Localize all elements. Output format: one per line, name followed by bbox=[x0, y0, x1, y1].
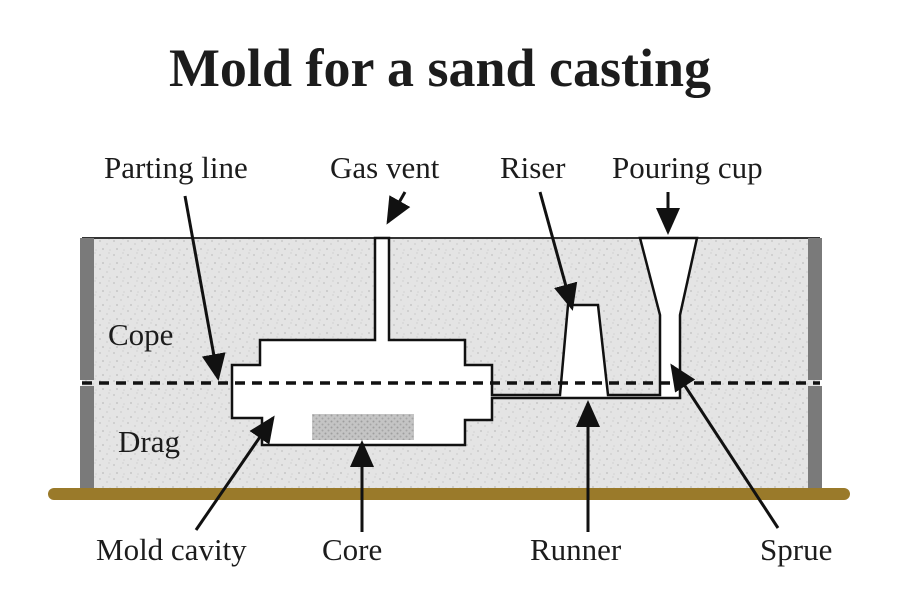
label-drag: Drag bbox=[118, 424, 180, 459]
flask-left-wall-cope bbox=[80, 238, 94, 380]
flask-left-wall-drag bbox=[80, 386, 94, 490]
base-plate bbox=[48, 488, 850, 500]
label-core: Core bbox=[322, 532, 382, 567]
arrow-gas-vent bbox=[386, 191, 411, 225]
label-cope: Cope bbox=[108, 317, 173, 352]
label-pouring-cup: Pouring cup bbox=[612, 150, 763, 185]
arrow-sprue bbox=[670, 363, 780, 529]
arrow-parting-line bbox=[183, 195, 226, 381]
flask-right-wall-drag bbox=[808, 386, 822, 490]
label-gas-vent: Gas vent bbox=[330, 150, 440, 185]
label-runner: Runner bbox=[530, 532, 622, 567]
diagram-title: Mold for a sand casting bbox=[169, 38, 711, 98]
core-block bbox=[312, 414, 414, 440]
arrow-riser bbox=[538, 191, 578, 311]
label-riser: Riser bbox=[500, 150, 566, 185]
arrow-mold-cavity bbox=[194, 415, 275, 531]
flask-right-wall-cope bbox=[808, 238, 822, 380]
label-sprue: Sprue bbox=[760, 532, 832, 567]
label-mold-cavity: Mold cavity bbox=[96, 532, 247, 567]
label-parting-line: Parting line bbox=[104, 150, 248, 185]
